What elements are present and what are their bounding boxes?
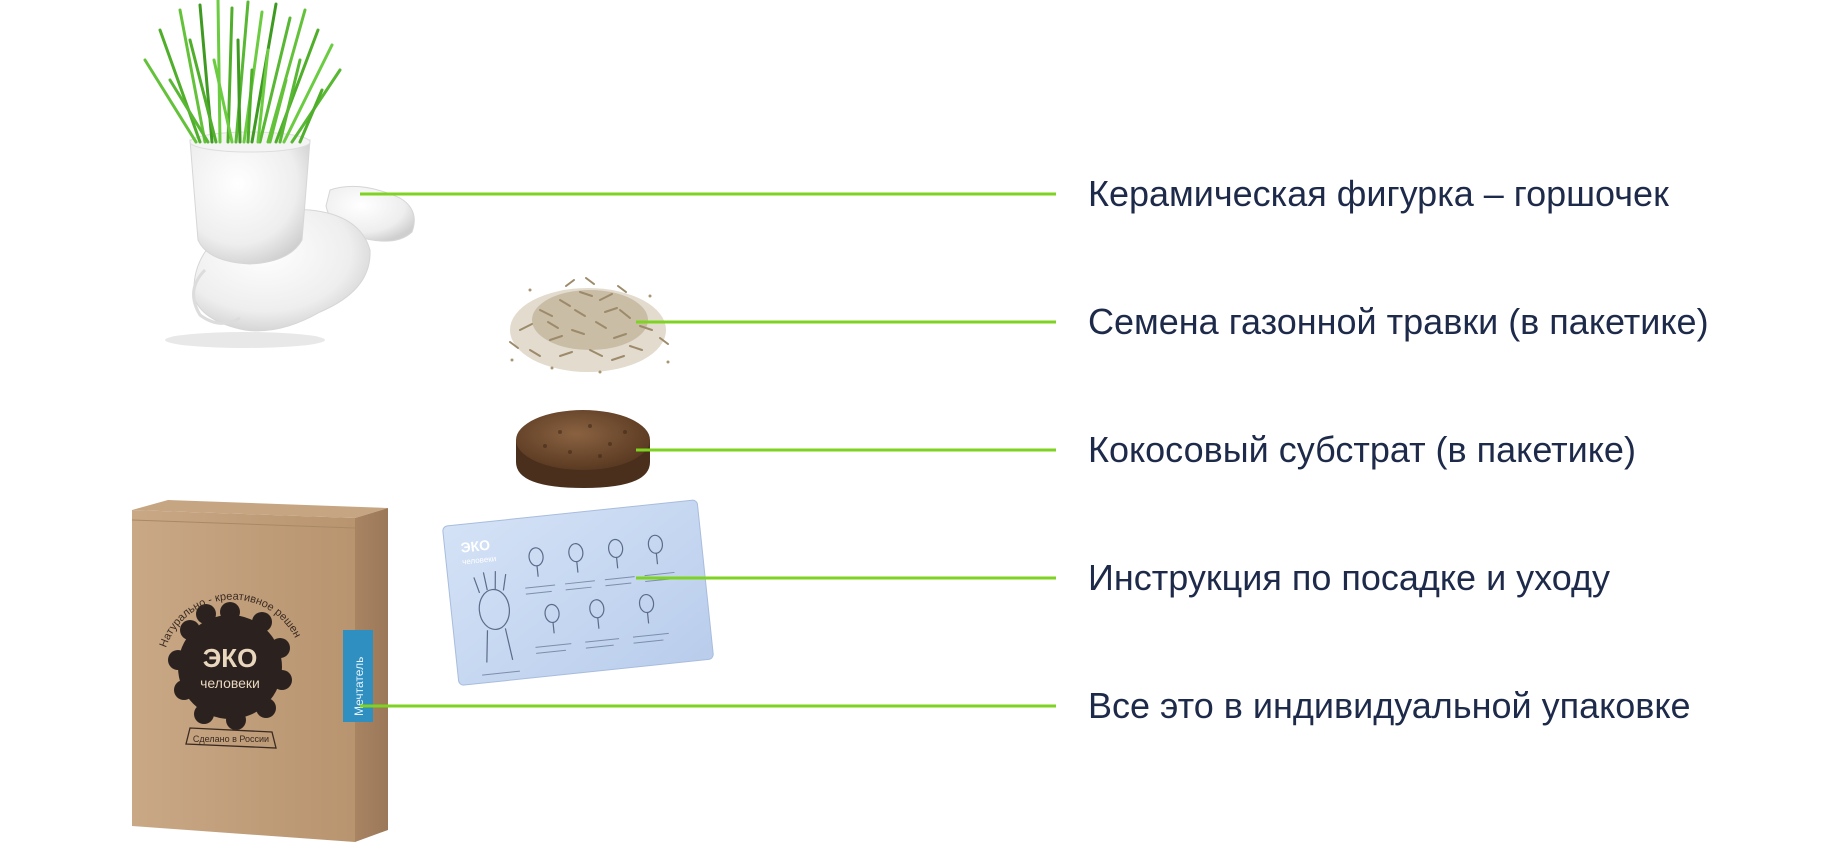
box-logo-line1: ЭКО — [203, 643, 258, 673]
ceramic-figurine-image — [143, 0, 415, 348]
label-packaging: Все это в индивидуальной упаковке — [1088, 685, 1691, 726]
instruction-card-image: ЭКО человеки — [442, 499, 714, 686]
label-seeds: Семена газонной травки (в пакетике) — [1088, 301, 1709, 342]
label-substrate: Кокосовый субстрат (в пакетике) — [1088, 429, 1636, 470]
grass-seeds-image — [509, 277, 670, 374]
box-side-label: Мечтатель — [352, 657, 366, 716]
box-ribbon-text: Сделано в России — [193, 734, 269, 744]
coconut-substrate-image — [516, 410, 650, 488]
eco-logo: ЭКО человеки — [168, 602, 292, 730]
label-figurine: Керамическая фигурка – горшочек — [1088, 173, 1669, 214]
card-logo-line2: человеки — [462, 554, 497, 567]
box-logo-line2: человеки — [200, 675, 260, 691]
label-instruction: Инструкция по посадке и уходу — [1088, 557, 1611, 598]
leader-lines — [360, 192, 1056, 708]
card-logo-line1: ЭКО — [460, 537, 491, 556]
